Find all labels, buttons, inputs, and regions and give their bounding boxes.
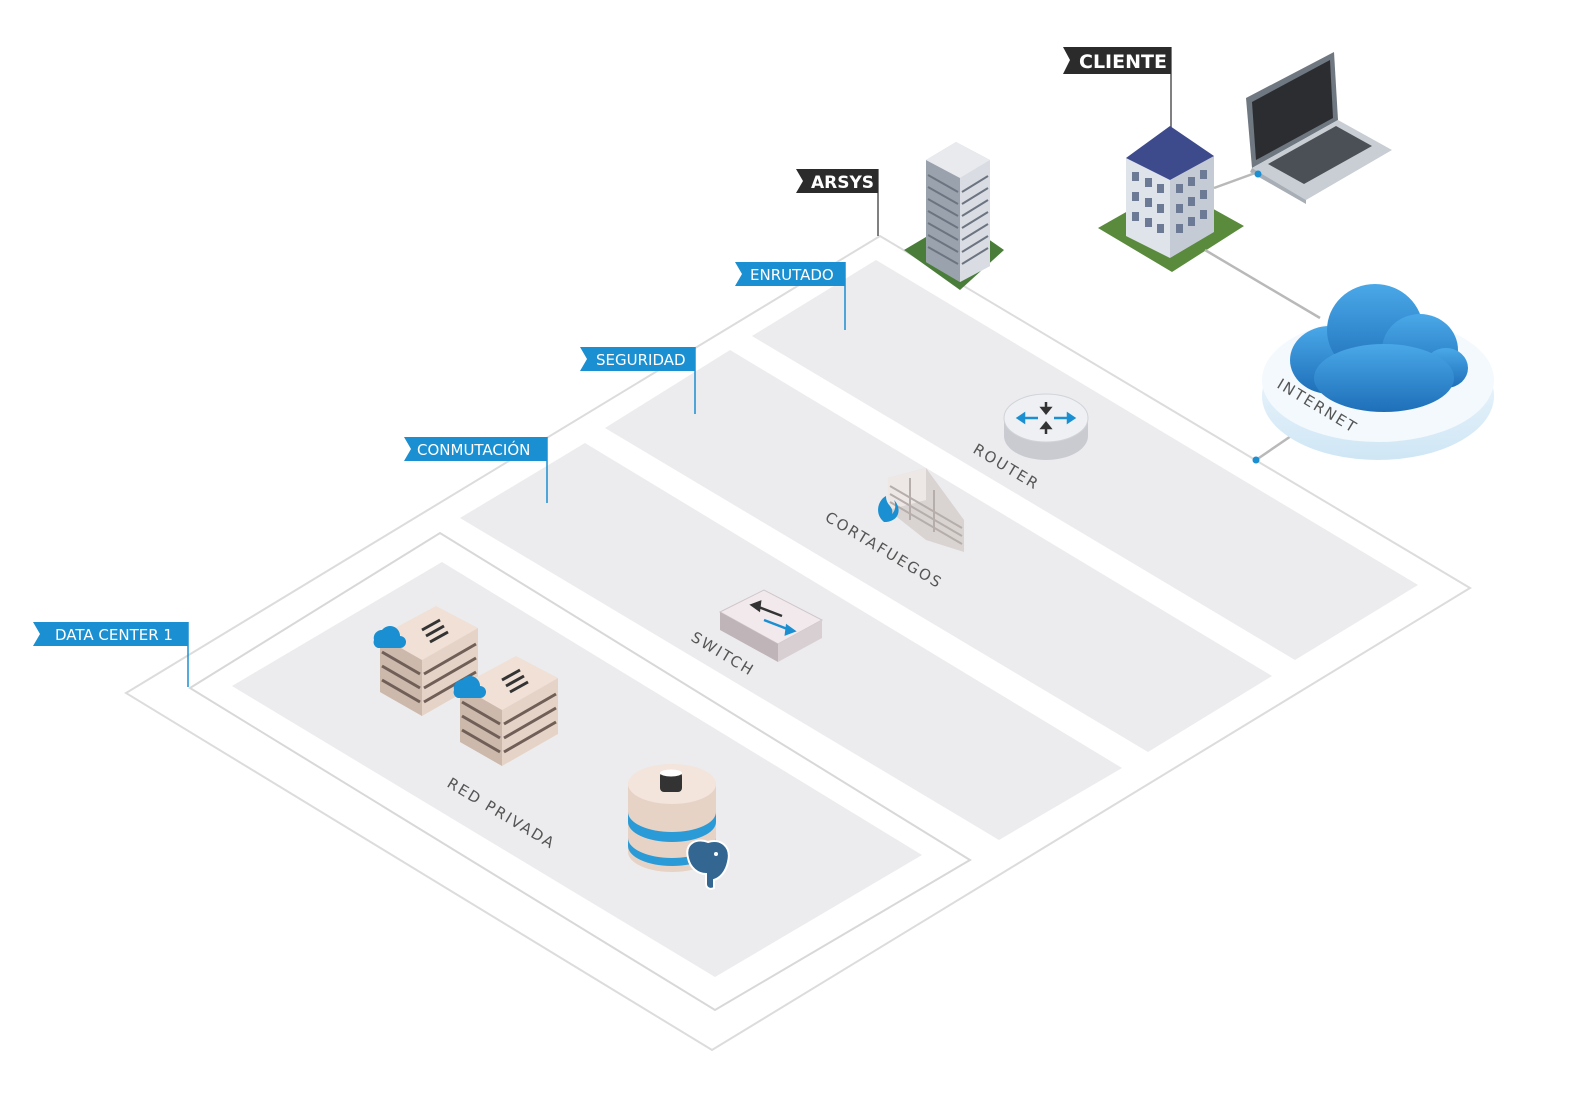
link-dot (1254, 170, 1262, 178)
postgresql-elephant-icon (686, 839, 730, 890)
flag-data-center-label: DATA CENTER 1 (55, 626, 173, 644)
internet-cloud-icon: INTERNET (1262, 284, 1494, 460)
flag-seguridad: SEGURIDAD (580, 347, 696, 414)
tag-arsys: ARSYS (796, 169, 879, 236)
tag-arsys-label: ARSYS (811, 173, 874, 193)
tag-cliente-label: CLIENTE (1079, 51, 1167, 73)
office-tower-icon (904, 142, 1004, 290)
link-dot (1252, 456, 1260, 464)
enrutado-lane (752, 260, 1418, 660)
flag-conmutacion: CONMUTACIÓN (404, 437, 548, 503)
tag-cliente: CLIENTE (1063, 47, 1172, 128)
seguridad-lane (605, 350, 1272, 752)
flag-enrutado: ENRUTADO (735, 262, 846, 330)
cloud-server-icon (453, 656, 558, 766)
connection-lines (1204, 170, 1321, 462)
flag-seguridad-label: SEGURIDAD (596, 351, 686, 369)
flag-conmutacion-label: CONMUTACIÓN (417, 440, 530, 459)
flag-enrutado-label: ENRUTADO (750, 266, 834, 284)
cloud-server-icon (373, 606, 478, 716)
client-building-icon (1098, 126, 1244, 272)
flag-data-center: DATA CENTER 1 (33, 622, 189, 687)
laptop-icon (1246, 52, 1392, 204)
